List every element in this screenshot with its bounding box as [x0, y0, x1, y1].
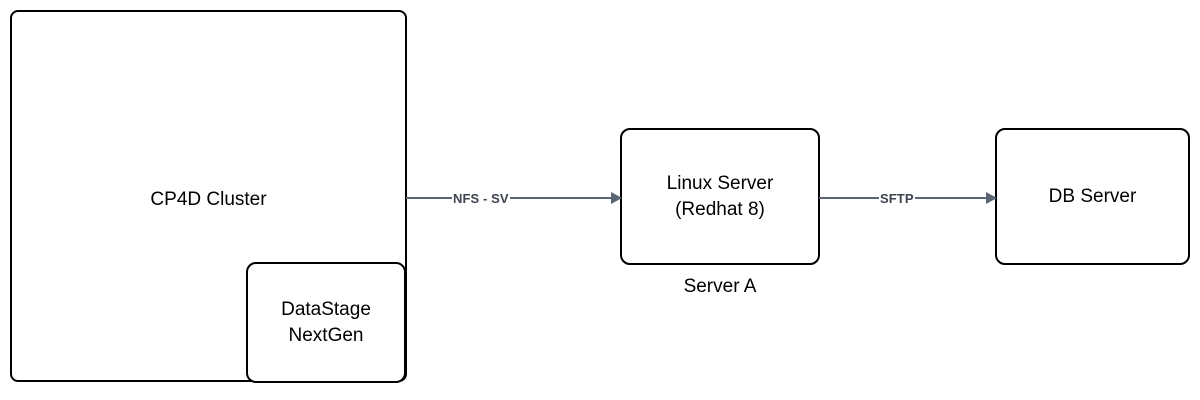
- node-db-server-label: DB Server: [1048, 185, 1137, 207]
- node-db-server[interactable]: DB Server: [995, 128, 1190, 265]
- edge-nfs-sv[interactable]: NFS - SV: [406, 186, 622, 210]
- arrowhead-icon: [611, 192, 622, 204]
- edge-sftp-line-left: [819, 197, 879, 199]
- edge-sftp[interactable]: SFTP: [819, 186, 997, 210]
- node-cp4d-cluster-label: CP4D Cluster: [150, 189, 267, 210]
- node-linux-server[interactable]: Linux Server (Redhat 8): [620, 128, 820, 265]
- node-datastage-nextgen-label: DataStage NextGen: [281, 298, 371, 346]
- arrowhead-icon: [986, 192, 997, 204]
- node-linux-server-label: Linux Server (Redhat 8): [666, 172, 774, 220]
- node-datastage-nextgen[interactable]: DataStage NextGen: [246, 262, 406, 383]
- edge-sftp-line-right: [914, 197, 987, 199]
- edge-sftp-label: SFTP: [880, 190, 914, 206]
- node-cp4d-cluster[interactable]: CP4D Cluster: [10, 10, 407, 382]
- node-linux-server-caption: Server A: [683, 276, 757, 297]
- edge-nfs-sv-label: NFS - SV: [453, 190, 509, 206]
- edge-nfs-sv-line-left: [406, 197, 452, 199]
- edge-nfs-sv-line-right: [509, 197, 612, 199]
